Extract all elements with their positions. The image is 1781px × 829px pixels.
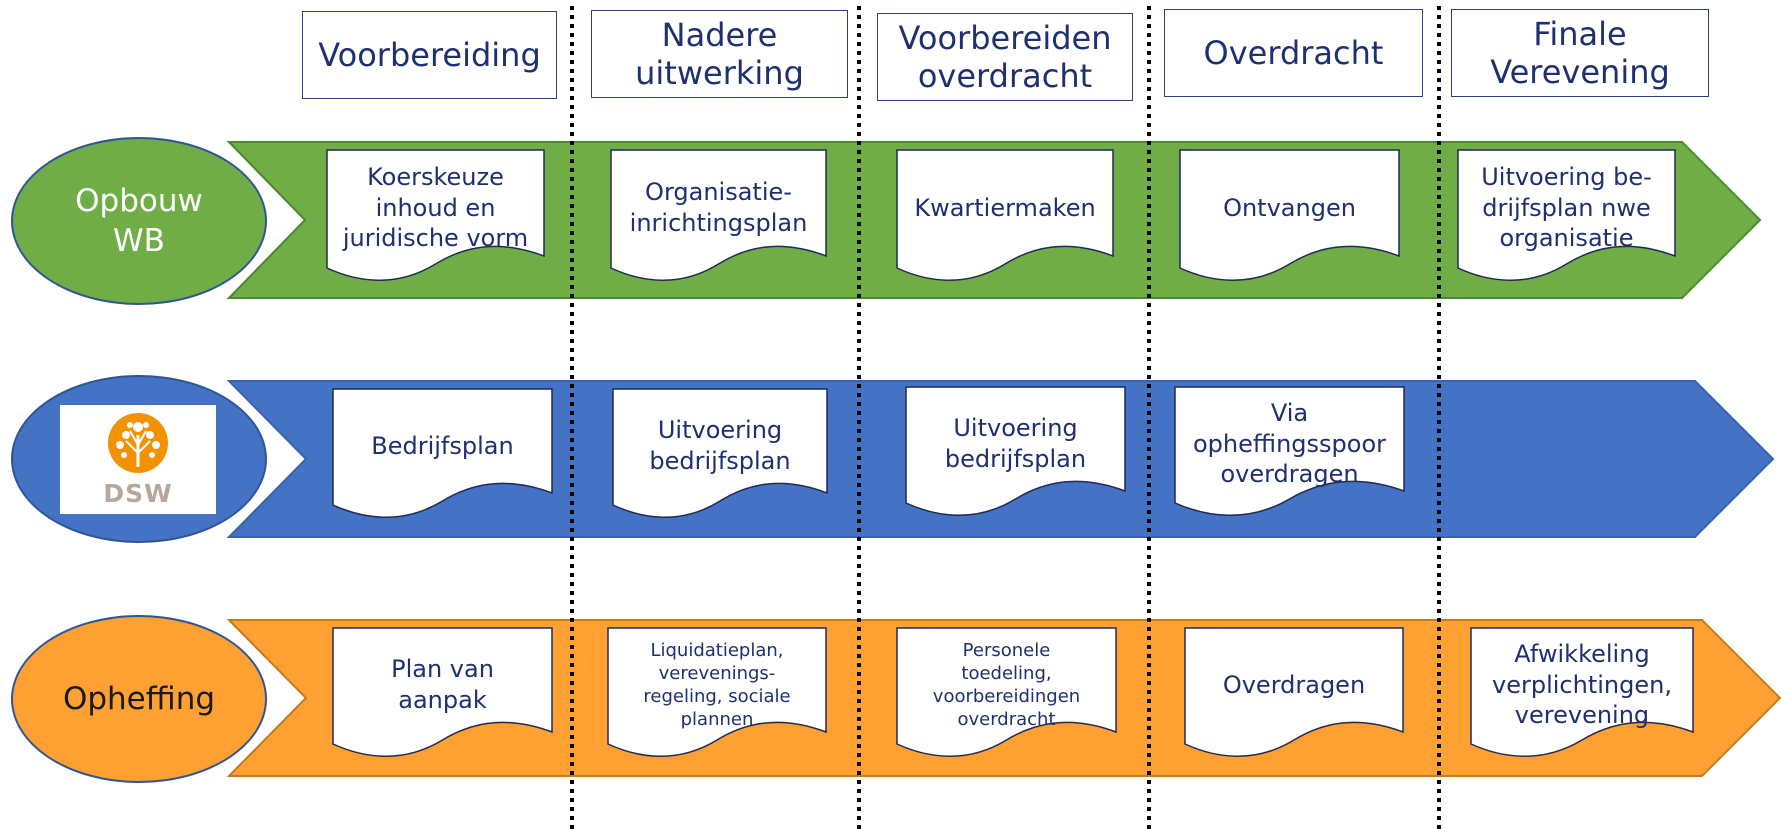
- lane-2-step-2-shape: [612, 388, 828, 518]
- lane-3-step-1-label: Plan van aanpak: [391, 655, 494, 714]
- dsw-logo: DSW: [60, 405, 216, 514]
- lane-1-step-2-shape: [610, 149, 827, 281]
- lane-2-step-4-shape: [1174, 386, 1405, 516]
- lane-3-step-3-label: Personele toedeling, voorbereidingen ove…: [932, 639, 1081, 731]
- lane-2-step-3-shape: [905, 386, 1126, 516]
- dsw-logo-text: DSW: [103, 479, 173, 508]
- dsw-tree-icon: [108, 413, 168, 473]
- lane-3-step-4-shape: [1184, 627, 1404, 757]
- lane-3-step-3-shape: [896, 627, 1117, 757]
- lane-1-step-4-label: Ontvangen: [1223, 193, 1356, 222]
- lane-1-step-5-shape: [1457, 149, 1676, 281]
- lane-3-step-5-label: Afwikkeling verplichtingen, verevening: [1492, 639, 1672, 730]
- phase-header-5: Finale Verevening: [1451, 9, 1709, 97]
- lane-1-step-1-shape: [326, 149, 545, 281]
- lane-1-step-2-label: Organisatie- inrichtingsplan: [629, 178, 808, 237]
- phase-header-3: Voorbereiden overdracht: [877, 13, 1133, 101]
- lane-label-1: Opbouw WB: [11, 137, 267, 305]
- lane-2-step-1-label: Bedrijfsplan: [371, 431, 514, 460]
- phase-header-2: Nadere uitwerking: [591, 10, 848, 98]
- lane-3-step-5-shape: [1470, 627, 1694, 757]
- lane-2-step-2-label: Uitvoering bedrijfsplan: [649, 416, 791, 475]
- phase-header-1: Voorbereiding: [302, 11, 557, 99]
- lane-1-step-3-label: Kwartiermaken: [914, 193, 1096, 222]
- lane-2-step-3-label: Uitvoering bedrijfsplan: [944, 414, 1087, 473]
- lane-label-3: Opheffing: [11, 615, 267, 783]
- lane-3-step-2-shape: [607, 627, 827, 757]
- lane-3-step-2-label: Liquidatieplan, verevenings- regeling, s…: [643, 639, 791, 731]
- lane-2-step-1-shape: [332, 388, 553, 518]
- lane-3-step-4-label: Overdragen: [1222, 670, 1366, 699]
- lane-1-step-4-shape: [1179, 149, 1400, 281]
- lane-1-step-5-label: Uitvoering be- drijfsplan nwe organisati…: [1481, 162, 1652, 253]
- lane-1-step-3-shape: [896, 149, 1114, 281]
- lane-2-step-4-label: Via opheffingsspoor overdragen: [1192, 398, 1387, 489]
- lane-1-step-1-label: Koerskeuze inhoud en juridische vorm: [342, 162, 529, 253]
- lane-3-step-1-shape: [332, 627, 553, 757]
- phase-header-4: Overdracht: [1164, 9, 1423, 97]
